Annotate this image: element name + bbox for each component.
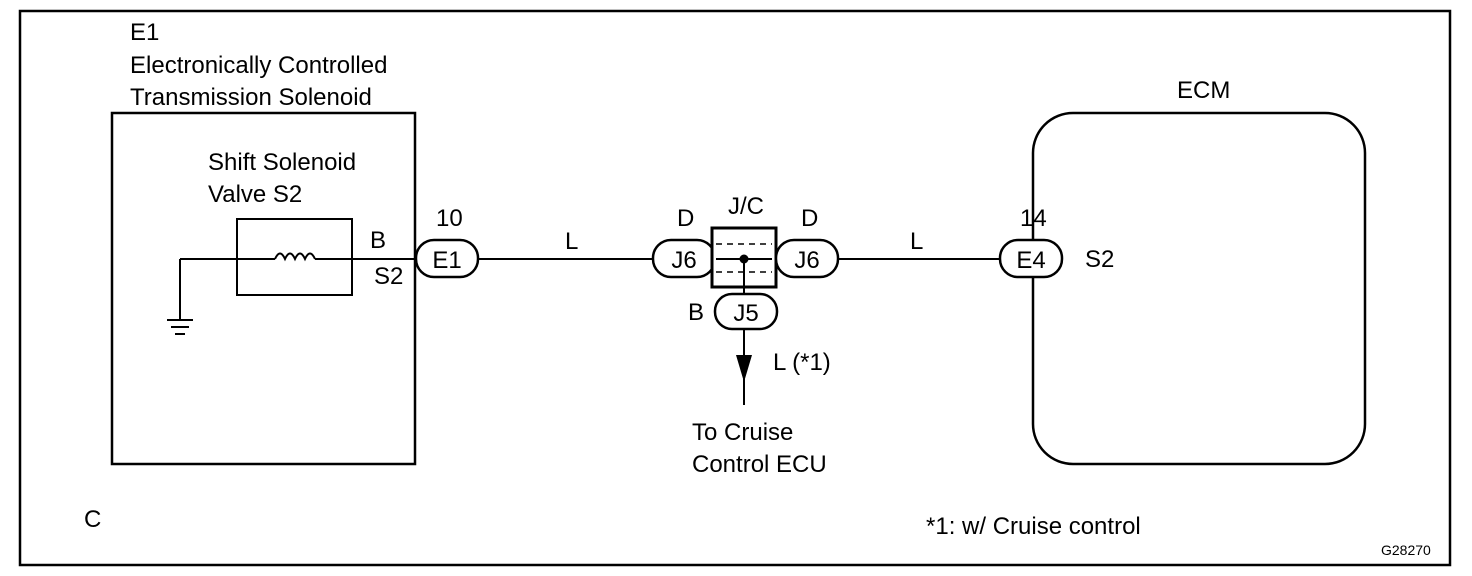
connector-e4 [998, 238, 1064, 279]
junction-bottom-pin: B [688, 299, 704, 326]
figure-code: G28270 [1381, 542, 1431, 558]
ecm-box [1031, 111, 1367, 466]
wire-color-b: B [370, 227, 386, 254]
valve-box [236, 218, 353, 296]
ecm-pin: 14 [1020, 205, 1047, 232]
wire-2-color: L [910, 228, 923, 255]
valve-label-line1: Shift Solenoid [208, 149, 356, 176]
junction-right-pin: D [801, 205, 818, 232]
terminal-s2: S2 [374, 263, 403, 290]
connector-j6-right-label: J6 [794, 247, 819, 274]
junction-label: J/C [728, 193, 764, 220]
connector-e1-pin: 10 [436, 205, 463, 232]
solenoid-box [110, 111, 417, 466]
junction-left-pin: D [677, 205, 694, 232]
connector-e4-label: E4 [1016, 247, 1045, 274]
branch-dest-line1: To Cruise [692, 419, 793, 446]
ecm-title: ECM [1177, 77, 1230, 104]
arrow-down-icon [736, 355, 752, 382]
component-name-line1: Electronically Controlled [130, 52, 387, 79]
coil-icon [274, 252, 316, 262]
corner-letter: C [84, 506, 101, 533]
valve-label-line2: Valve S2 [208, 181, 302, 208]
connector-j6-left-label: J6 [671, 247, 696, 274]
footnote: *1: w/ Cruise control [926, 513, 1141, 540]
ground-icon [167, 319, 193, 335]
branch-dest-line2: Control ECU [692, 451, 827, 478]
ecm-terminal: S2 [1085, 246, 1114, 273]
diagram-frame [18, 9, 1452, 567]
connector-j5-label: J5 [733, 300, 758, 327]
component-name-line2: Transmission Solenoid [130, 84, 372, 111]
wire-1-color: L [565, 228, 578, 255]
connector-j5 [713, 292, 779, 331]
component-code: E1 [130, 19, 159, 46]
connector-e1-label: E1 [432, 247, 461, 274]
branch-wire-color: L (*1) [773, 349, 831, 376]
